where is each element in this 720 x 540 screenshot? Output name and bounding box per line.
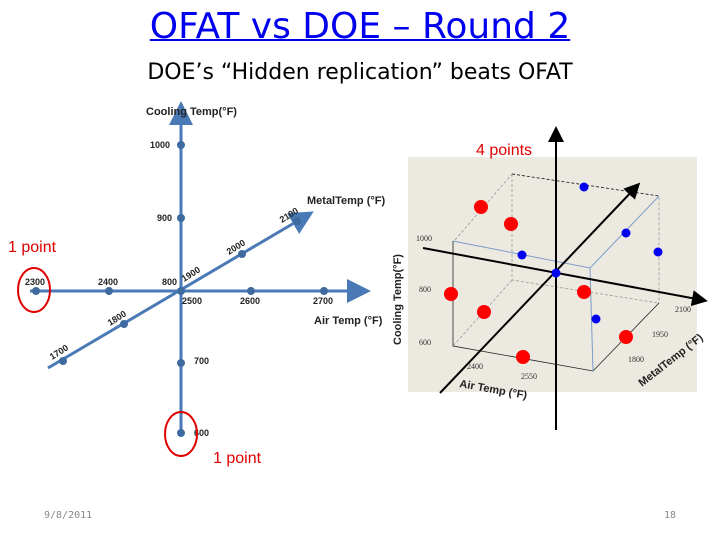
slide-title-text: OFAT vs DOE – Round 2 xyxy=(149,6,571,47)
tick-label: 800 xyxy=(162,277,177,287)
ofat-diagram: Cooling Temp(°F) MetalTemp (°F) Air Temp… xyxy=(8,101,385,467)
point xyxy=(320,287,328,295)
cube-back-edges xyxy=(452,173,660,347)
tick-label: 900 xyxy=(157,213,172,223)
point xyxy=(293,217,301,225)
point xyxy=(619,330,633,344)
doe-center-points xyxy=(517,182,663,324)
tick-label: 1800 xyxy=(628,355,644,364)
tick-label: 2100 xyxy=(675,305,691,314)
point xyxy=(177,214,185,222)
point xyxy=(621,228,631,238)
tick-label: 2550 xyxy=(521,372,537,381)
metal-axis xyxy=(439,182,641,394)
tick-label: 1700 xyxy=(48,343,70,362)
point xyxy=(120,320,128,328)
slide-title: OFAT vs DOE – Round 2 xyxy=(0,6,720,47)
point xyxy=(477,305,491,319)
tick-label: 1000 xyxy=(416,234,432,243)
point xyxy=(653,247,663,257)
point xyxy=(238,250,246,258)
point xyxy=(105,287,113,295)
slide-subtitle: DOE’s “Hidden replication” beats OFAT xyxy=(147,60,573,85)
point xyxy=(444,287,458,301)
annotation-bottom: 1 point xyxy=(213,450,262,467)
tick-label: 2400 xyxy=(98,277,118,287)
point xyxy=(551,268,561,278)
metal-axis xyxy=(47,211,314,370)
doe-corner-points xyxy=(444,200,633,364)
tick-label: 2500 xyxy=(182,296,202,306)
cube-front-edges xyxy=(452,195,660,372)
metal-axis-label: MetalTemp (°F) xyxy=(307,195,385,207)
highlight-circle xyxy=(164,411,198,457)
point xyxy=(517,250,527,260)
cooling-axis-label: Cooling Temp(°F) xyxy=(392,254,404,345)
point xyxy=(177,359,185,367)
point xyxy=(591,314,601,324)
tick-label: 2600 xyxy=(240,296,260,306)
tick-label: 2700 xyxy=(313,296,333,306)
point xyxy=(177,429,185,437)
tick-label: 2300 xyxy=(25,277,45,287)
highlight-circle xyxy=(17,267,51,313)
tick-label: 800 xyxy=(419,285,431,294)
point xyxy=(177,141,185,149)
footer-date: 9/8/2011 xyxy=(44,510,93,521)
ofat-points xyxy=(32,141,328,437)
point xyxy=(247,287,255,295)
tick-label: 600 xyxy=(194,428,209,438)
point xyxy=(579,182,589,192)
tick-label: 1950 xyxy=(652,330,668,339)
point xyxy=(504,217,518,231)
air-axis xyxy=(422,247,708,307)
point xyxy=(577,285,591,299)
air-axis-label: Air Temp (°F) xyxy=(314,315,383,327)
point xyxy=(59,357,67,365)
annotation-4-points: 4 points xyxy=(476,142,532,159)
cooling-axis-label: Cooling Temp(°F) xyxy=(146,106,237,118)
tick-label: 700 xyxy=(194,356,209,366)
point xyxy=(516,350,530,364)
point xyxy=(32,287,40,295)
tick-label: 1000 xyxy=(150,140,170,150)
tick-label: 600 xyxy=(419,338,431,347)
doe-diagram: 4 points Cooling Temp(°F) Air Temp (°F) … xyxy=(392,126,708,430)
annotation-left: 1 point xyxy=(8,239,57,256)
point xyxy=(474,200,488,214)
point xyxy=(177,287,185,295)
tick-label: 2400 xyxy=(467,362,483,371)
page-number: 18 xyxy=(664,510,677,521)
